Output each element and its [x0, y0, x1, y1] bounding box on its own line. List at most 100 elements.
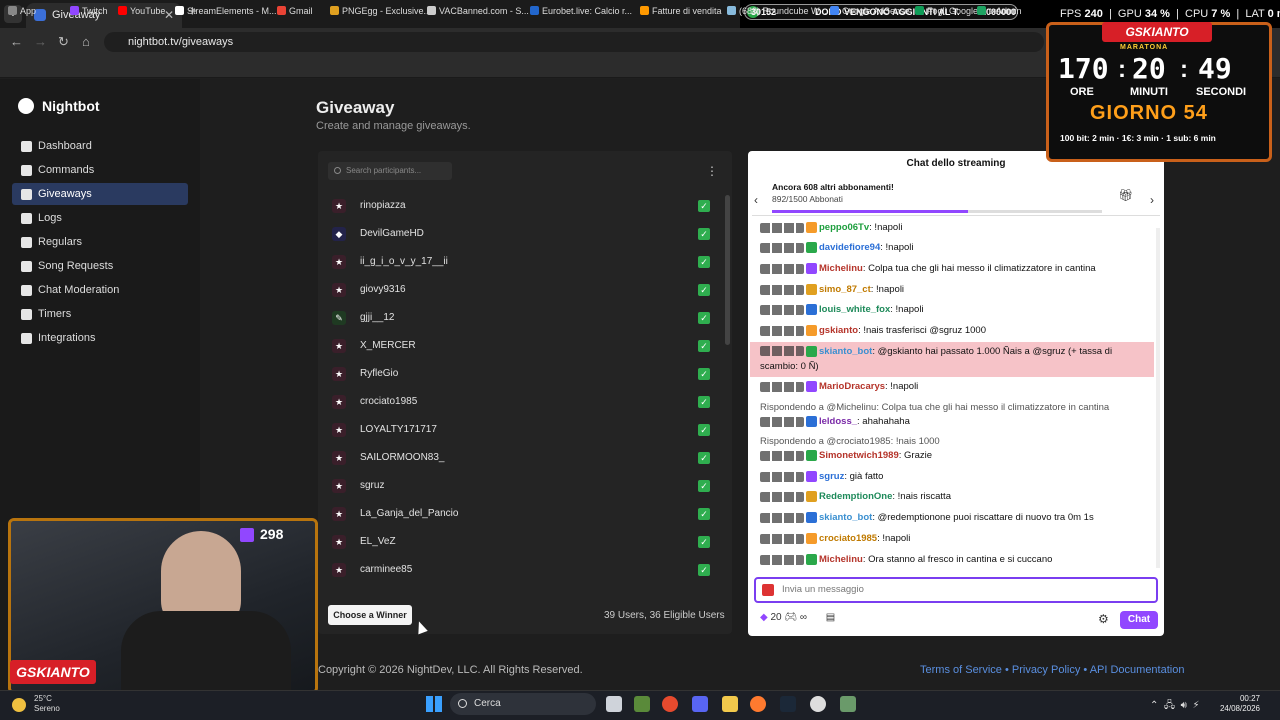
back-icon[interactable]: ←: [10, 34, 23, 49]
sidebar-item-commands[interactable]: Commands: [12, 159, 188, 181]
chat-username[interactable]: MarioDracarys: [819, 381, 886, 393]
mod-actions-icon[interactable]: [760, 471, 804, 482]
chat-username[interactable]: skianto_bot: [819, 346, 873, 357]
eligible-checkbox[interactable]: ✓: [698, 368, 710, 380]
weather-widget[interactable]: 25°C Sereno: [34, 694, 60, 714]
mod-actions-icon[interactable]: [760, 263, 804, 274]
tab-giveaway[interactable]: Giveaway ✕: [26, 3, 182, 28]
eligible-checkbox[interactable]: ✓: [698, 200, 710, 212]
eligible-checkbox[interactable]: ✓: [698, 396, 710, 408]
chat-username[interactable]: Michelinu: [819, 554, 863, 566]
taskbar-search[interactable]: Cerca: [450, 693, 596, 715]
chat-username[interactable]: gskianto: [819, 325, 859, 337]
sidebar-item-giveaways[interactable]: Giveaways: [12, 183, 188, 205]
bookmark-8[interactable]: Fatture di vendita: [640, 0, 722, 22]
chrome-icon[interactable]: [662, 696, 678, 712]
chat-scrollbar[interactable]: [1156, 228, 1160, 568]
mod-actions-icon[interactable]: [760, 554, 804, 565]
eligible-checkbox[interactable]: ✓: [698, 564, 710, 576]
firefox-icon[interactable]: [750, 696, 766, 712]
mod-actions-icon[interactable]: [760, 284, 804, 295]
sidebar-item-logs[interactable]: Logs: [12, 207, 188, 229]
sidebar-item-song-requests[interactable]: Song Requests: [12, 255, 188, 277]
bookmark-12[interactable]: txAdmin: [977, 0, 1022, 22]
mod-actions-icon[interactable]: [760, 242, 804, 253]
mod-actions-icon[interactable]: [760, 346, 804, 357]
mod-actions-icon[interactable]: [760, 381, 804, 392]
mod-actions-icon[interactable]: [760, 304, 804, 315]
eligible-checkbox[interactable]: ✓: [698, 536, 710, 548]
hype-icon[interactable]: ▤: [825, 612, 836, 623]
app-icon[interactable]: [840, 696, 856, 712]
bookmark-1[interactable]: Twitch: [70, 0, 108, 22]
bookmark-4[interactable]: Gmail: [277, 0, 313, 22]
more-options-icon[interactable]: ⋮: [706, 164, 718, 178]
eligible-checkbox[interactable]: ✓: [698, 256, 710, 268]
eligible-checkbox[interactable]: ✓: [698, 284, 710, 296]
gift-icon[interactable]: 🎁︎: [1118, 188, 1134, 202]
chat-username[interactable]: louis_white_fox: [819, 304, 891, 316]
url-bar[interactable]: nightbot.tv/giveaways: [104, 32, 1044, 52]
discord-icon[interactable]: [692, 696, 708, 712]
forward-icon[interactable]: →: [34, 34, 47, 49]
bookmark-3[interactable]: StreamElements - M...: [175, 0, 277, 22]
sidebar-item-integrations[interactable]: Integrations: [12, 327, 188, 349]
chat-username[interactable]: simo_87_ct: [819, 284, 871, 296]
sidebar-item-dashboard[interactable]: Dashboard: [12, 135, 188, 157]
participants-scrollbar[interactable]: [725, 195, 730, 345]
close-tab-icon[interactable]: ✕: [163, 8, 174, 22]
chat-username[interactable]: Simonetwich1989: [819, 450, 899, 462]
eligible-checkbox[interactable]: ✓: [698, 228, 710, 240]
goal-prev-icon[interactable]: ‹: [754, 193, 758, 207]
reload-icon[interactable]: ↻: [58, 34, 69, 49]
chat-input[interactable]: Invia un messaggio: [754, 577, 1158, 603]
chat-username[interactable]: skianto_bot: [819, 512, 873, 524]
explorer-icon[interactable]: [722, 696, 738, 712]
footer-links[interactable]: Terms of Service • Privacy Policy • API …: [920, 664, 1185, 676]
eligible-checkbox[interactable]: ✓: [698, 340, 710, 352]
taskbar-clock[interactable]: 00:27 24/08/2026: [1200, 694, 1260, 714]
mod-actions-icon[interactable]: [760, 416, 804, 427]
channel-points-icon[interactable]: ◆: [760, 612, 768, 623]
bookmark-10[interactable]: Google AdSense: [830, 0, 910, 22]
mod-actions-icon[interactable]: [760, 450, 804, 461]
bookmark-11[interactable]: Fogli Google: [915, 0, 978, 22]
steam-icon[interactable]: [780, 696, 796, 712]
chat-username[interactable]: crociato1985: [819, 533, 878, 545]
mod-actions-icon[interactable]: [760, 491, 804, 502]
sidebar-item-chat-moderation[interactable]: Chat Moderation: [12, 279, 188, 301]
bits-icon[interactable]: 🎮︎: [784, 612, 798, 623]
chat-username[interactable]: peppo06Tv: [819, 222, 870, 234]
bookmark-2[interactable]: YouTube: [118, 0, 165, 22]
home-icon[interactable]: ⌂: [82, 34, 90, 49]
mod-actions-icon[interactable]: [760, 325, 804, 336]
eligible-checkbox[interactable]: ✓: [698, 312, 710, 324]
windows-start-icon[interactable]: [426, 696, 442, 712]
bookmark-0[interactable]: App: [8, 0, 36, 22]
eligible-checkbox[interactable]: ✓: [698, 452, 710, 464]
choose-winner-button[interactable]: Choose a Winner: [328, 605, 412, 625]
taskview-icon[interactable]: [606, 696, 622, 712]
chat-send-button[interactable]: Chat: [1120, 611, 1158, 629]
bookmark-6[interactable]: VACBanned.com - S...: [427, 0, 529, 22]
bookmark-9[interactable]: (688) Roundcube W...: [727, 0, 827, 22]
eligible-checkbox[interactable]: ✓: [698, 480, 710, 492]
search-input[interactable]: Search participants...: [328, 162, 452, 180]
goal-next-icon[interactable]: ›: [1150, 193, 1154, 207]
obs-icon[interactable]: [810, 696, 826, 712]
eligible-checkbox[interactable]: ✓: [698, 508, 710, 520]
mod-actions-icon[interactable]: [760, 512, 804, 523]
eligible-checkbox[interactable]: ✓: [698, 424, 710, 436]
new-tab-button[interactable]: +: [188, 3, 197, 20]
chat-username[interactable]: leldoss_: [819, 416, 858, 428]
chat-username[interactable]: sgruz: [819, 471, 845, 483]
store-icon[interactable]: [634, 696, 650, 712]
mod-actions-icon[interactable]: [760, 222, 804, 233]
chat-username[interactable]: RedemptionOne: [819, 491, 893, 503]
chat-username[interactable]: davidefiore94: [819, 242, 881, 254]
bookmark-7[interactable]: Eurobet.live: Calcio r...: [530, 0, 632, 22]
settings-gear-icon[interactable]: ⚙: [1098, 612, 1109, 626]
nightbot-logo[interactable]: Nightbot: [18, 98, 100, 114]
system-tray[interactable]: ⌃ 🖧︎ 🔊︎ ⚡︎: [1150, 700, 1200, 711]
chat-username[interactable]: Michelinu: [819, 263, 863, 275]
